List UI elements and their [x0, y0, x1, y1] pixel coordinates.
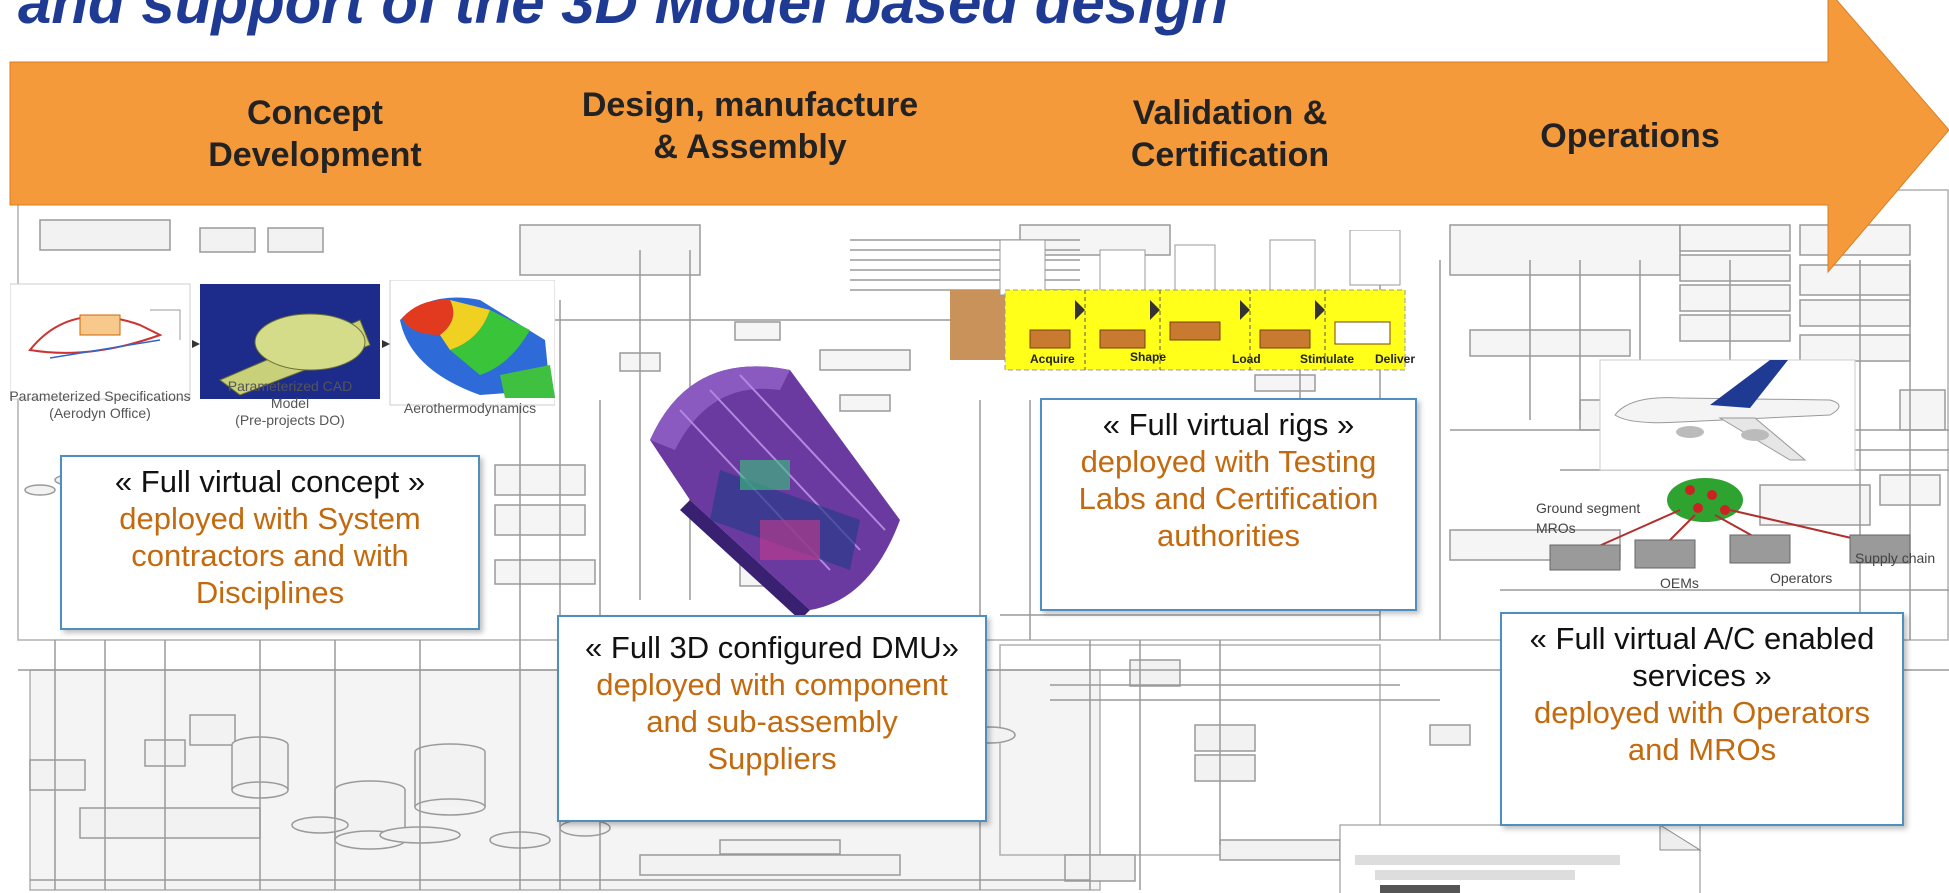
mros-label: MROs: [1536, 520, 1576, 536]
aero-label: Aerothermodynamics: [403, 400, 537, 416]
callout-dmu-desc: deployed with component and sub-assembly…: [596, 667, 948, 776]
oems-label: OEMs: [1660, 575, 1699, 591]
virtual-rig-steps: [950, 230, 1406, 371]
callout-ac-quote: « Full virtual A/C enabled services »: [1529, 621, 1875, 693]
operations-network-image: [1549, 359, 1911, 571]
rig-step-stimulate: Stimulate: [1300, 352, 1355, 366]
callout-concept-desc: deployed with System contractors and wit…: [119, 501, 421, 610]
phase-validation-certification: Validation &Certification: [1130, 94, 1330, 174]
callout-full-3d-dmu: « Full 3D configured DMU» deployed with …: [557, 615, 987, 822]
phase-operations: Operations: [1540, 117, 1720, 155]
callout-full-virtual-ac: « Full virtual A/C enabled services » de…: [1500, 612, 1904, 826]
rig-step-deliver: Deliver: [1375, 352, 1416, 366]
callout-dmu-quote: « Full 3D configured DMU»: [585, 630, 959, 665]
rig-step-load: Load: [1232, 352, 1261, 366]
callout-full-virtual-concept: « Full virtual concept » deployed with S…: [60, 455, 480, 630]
rig-step-acquire: Acquire: [1030, 352, 1075, 366]
callout-concept-quote: « Full virtual concept »: [114, 464, 426, 499]
dmu-fuselage-image: [650, 366, 900, 620]
callout-rigs-quote: « Full virtual rigs »: [1102, 407, 1355, 442]
concept-images: [10, 280, 555, 406]
callout-ac-desc: deployed with Operators and MROs: [1533, 695, 1871, 767]
ground-segment-label: Ground segment: [1536, 500, 1641, 516]
callout-rigs-desc: deployed with Testing Labs and Certifica…: [1078, 444, 1379, 553]
slide-title: and support of the 3D Model based design: [18, 0, 1229, 36]
callout-full-virtual-rigs: « Full virtual rigs » deployed with Test…: [1040, 398, 1417, 611]
supply-chain-label: Supply chain: [1855, 550, 1936, 566]
phase-design-manufacture-assembly: Design, manufacture& Assembly: [581, 86, 919, 166]
rig-step-shape: Shape: [1130, 350, 1167, 364]
operators-label: Operators: [1770, 570, 1833, 586]
spec-label: Parameterized Specifications(Aerodyn Off…: [9, 388, 191, 421]
